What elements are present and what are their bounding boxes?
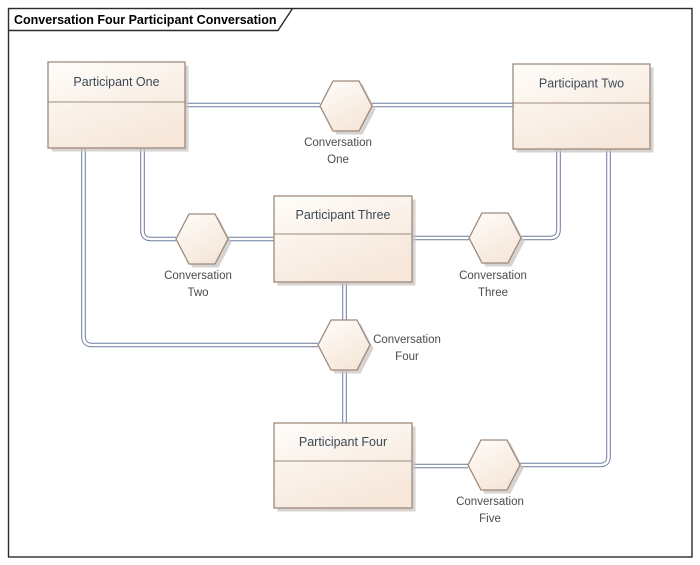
diagram-frame: Conversation Four Participant Conversati…	[7, 7, 693, 558]
frame-title-tab	[8, 8, 294, 32]
participant-four-box	[273, 422, 413, 509]
connector-p1-c2-inner	[141, 148, 176, 241]
participant-three-label: Participant Three	[296, 208, 391, 222]
connector-p1-c4-inner	[82, 148, 318, 347]
conversation-one-label-line1: Conversation	[304, 137, 372, 149]
conversation-one-label-line2: One	[327, 154, 349, 166]
conversation-node-five[interactable]: Conversation Five	[456, 439, 524, 525]
participant-four-label: Participant Four	[299, 435, 387, 449]
conversation-three-label-line1: Conversation	[459, 270, 527, 282]
participant-three-box	[273, 195, 413, 283]
participant-one-label: Participant One	[73, 75, 159, 89]
connector-c3-p2[interactable]	[521, 149, 561, 241]
conversation-node-two[interactable]: Conversation Two	[164, 213, 232, 299]
participant-two-label: Participant Two	[539, 77, 624, 91]
conversation-node-one[interactable]: Conversation One	[304, 80, 376, 166]
participant-three[interactable]: Participant Three	[273, 195, 416, 286]
connector-p2-c5[interactable]	[520, 149, 611, 468]
conversation-two-hexagon-icon	[175, 213, 229, 265]
conversation-five-label-line1: Conversation	[456, 496, 524, 508]
connector-p1-c2-outer	[140, 148, 176, 242]
conversation-two-label-line1: Conversation	[164, 270, 232, 282]
conversation-one-hexagon-icon	[319, 80, 373, 132]
participant-four[interactable]: Participant Four	[273, 422, 416, 512]
connector-p2-c5-outer	[520, 149, 611, 468]
conversation-three-label-line2: Three	[478, 287, 508, 299]
connector-p1-c4[interactable]	[81, 148, 319, 348]
participant-two-box	[512, 63, 651, 150]
connector-p2-c5-inner	[520, 149, 610, 467]
conversation-four-label-line1: Conversation	[373, 334, 441, 346]
conversation-two-label-line2: Two	[187, 287, 208, 299]
conversation-five-hexagon-icon	[467, 439, 521, 491]
frame-border	[7, 7, 693, 558]
participant-one-box	[47, 61, 186, 149]
connector-c3-p2-inner	[521, 149, 560, 240]
diagram-title: Conversation Four Participant Conversati…	[14, 13, 277, 27]
connector-c3-p2-outer	[521, 149, 561, 241]
conversation-node-three[interactable]: Conversation Three	[459, 212, 527, 299]
conversation-five-label-line2: Five	[479, 513, 501, 525]
conversation-four-label-line2: Four	[395, 351, 419, 363]
conversation-four-hexagon-icon	[317, 319, 371, 371]
participant-one[interactable]: Participant One	[47, 61, 189, 152]
conversation-node-four[interactable]: Conversation Four	[317, 319, 441, 374]
conversation-three-hexagon-icon	[468, 212, 522, 264]
participant-two[interactable]: Participant Two	[512, 63, 654, 153]
connector-p1-c2[interactable]	[140, 148, 177, 242]
